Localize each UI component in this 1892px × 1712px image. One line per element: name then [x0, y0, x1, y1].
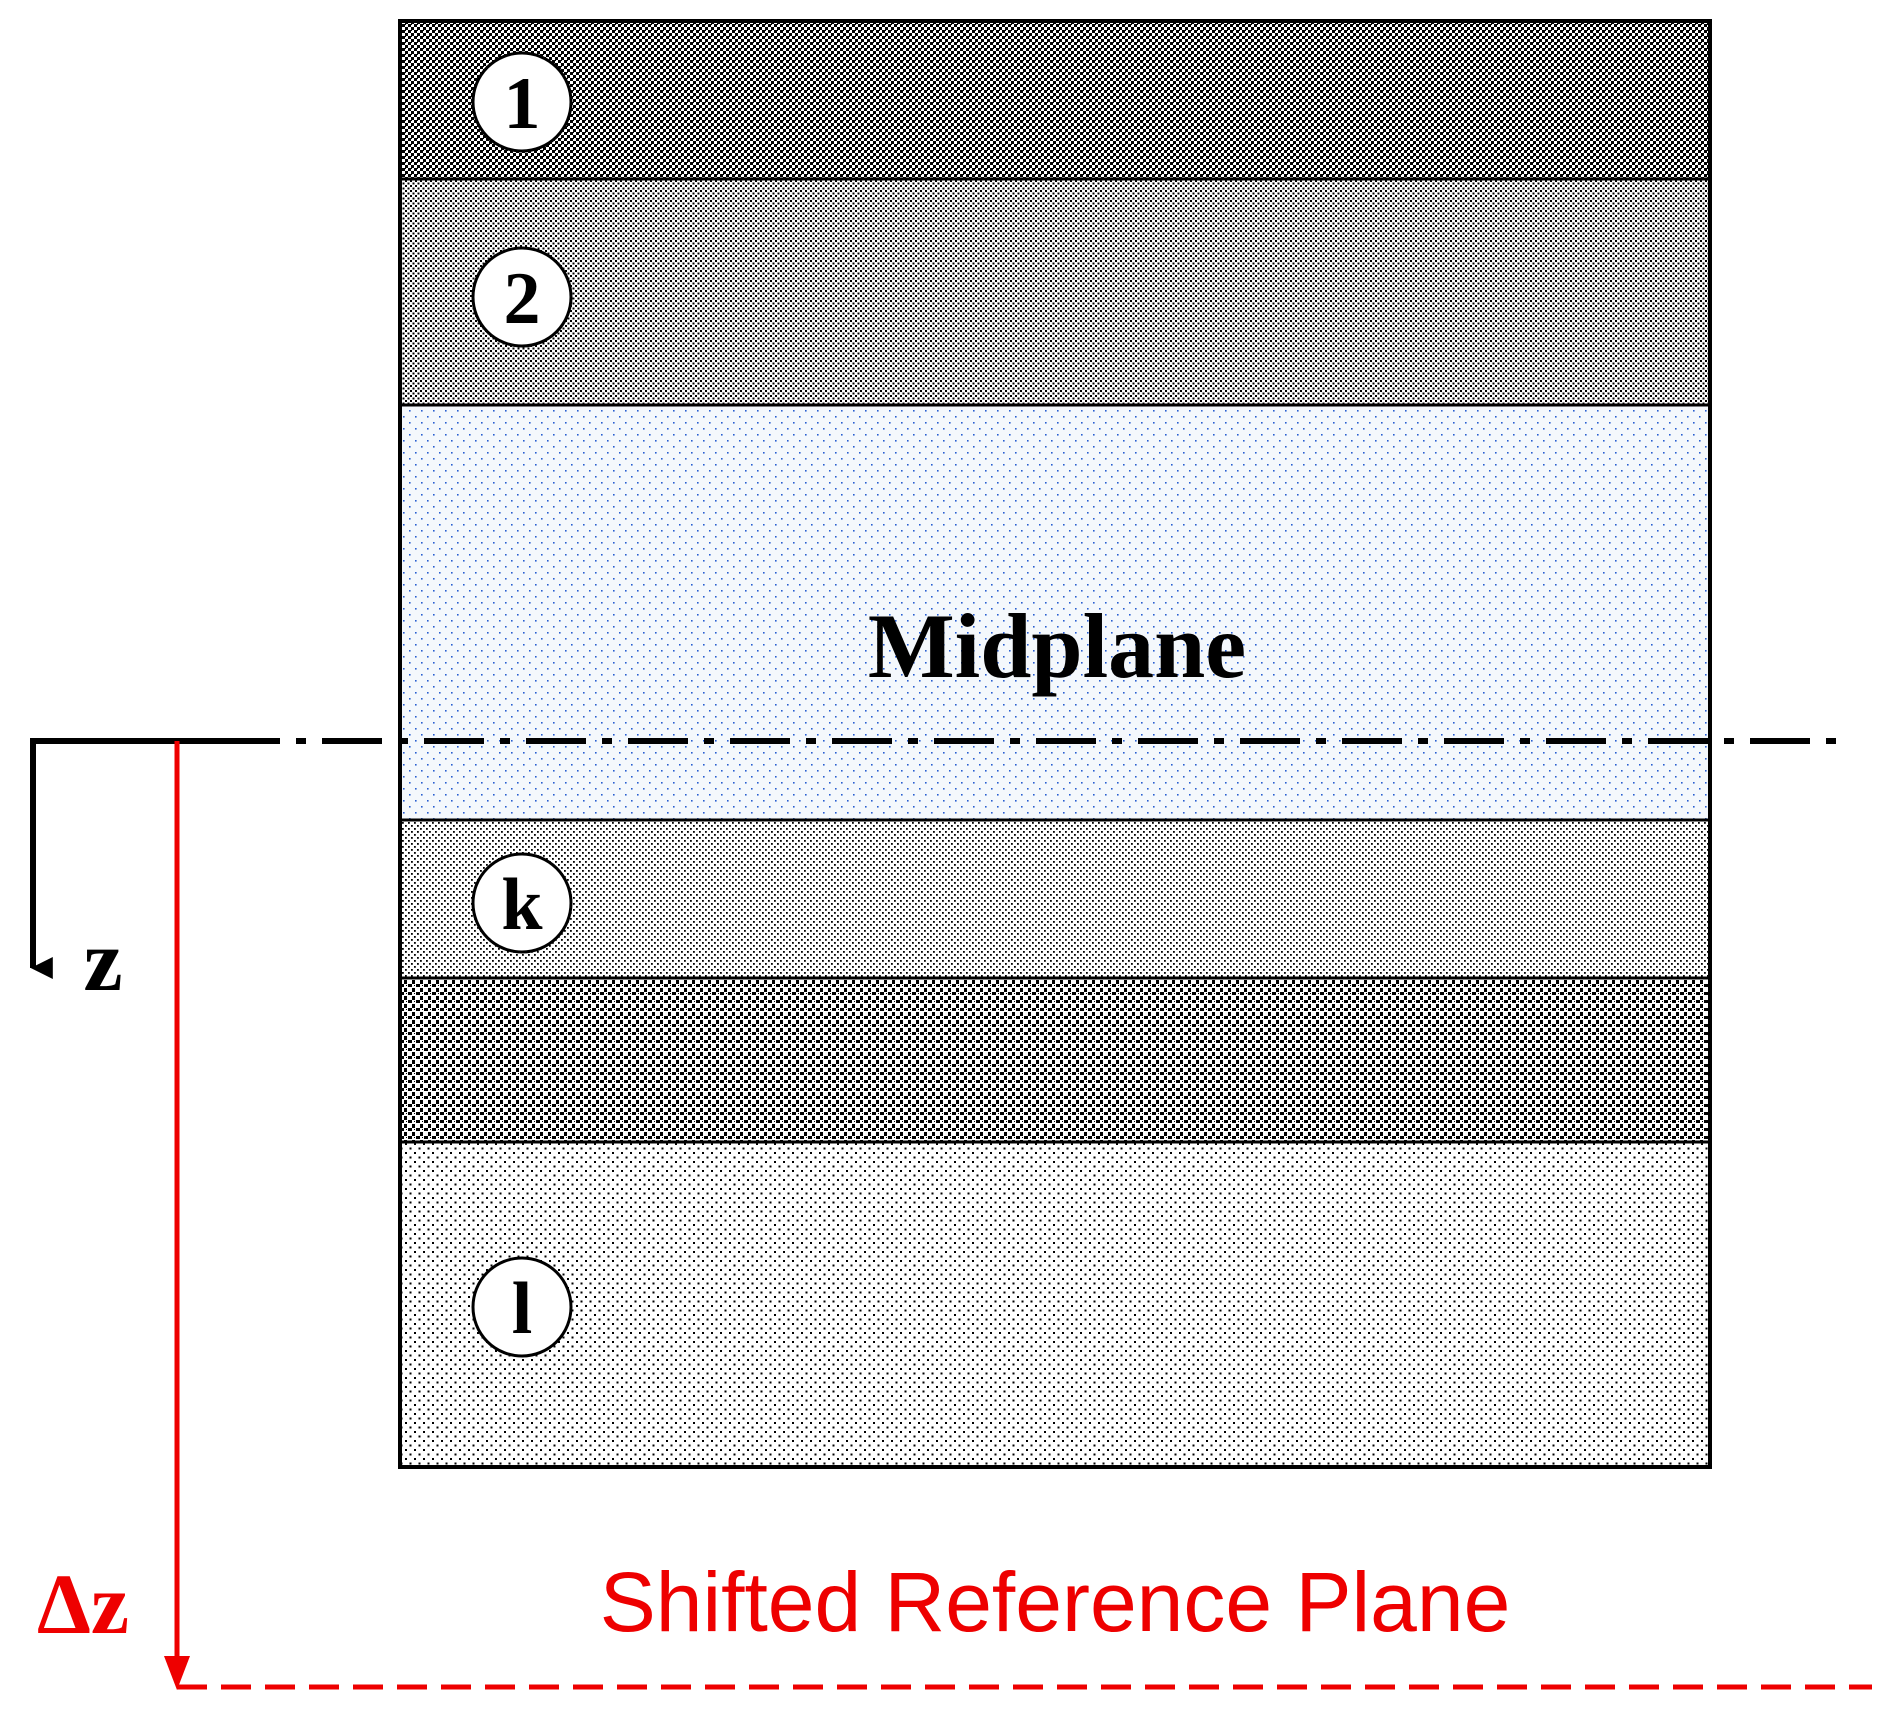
layer-label-l: l — [512, 1268, 533, 1350]
delta-z-label: Δz — [37, 1556, 129, 1652]
layer-label-1: 1 — [504, 63, 541, 145]
layer-l — [398, 1140, 1712, 1469]
layer-badge-1: 1 — [471, 51, 573, 153]
layer-2 — [398, 177, 1712, 407]
midplane-label: Midplane — [868, 595, 1246, 697]
layer-badge-2: 2 — [471, 246, 573, 348]
layer-midplane — [398, 403, 1712, 822]
layer-badge-l: l — [471, 1256, 573, 1358]
layer-label-k: k — [501, 864, 543, 946]
z-axis-label: z — [83, 913, 122, 1010]
layer-k — [398, 818, 1712, 980]
layer-label-2: 2 — [504, 258, 541, 340]
shifted-plane-label: Shifted Reference Plane — [600, 1555, 1511, 1649]
layer-unlabeled — [398, 976, 1712, 1144]
delta-z-arrowhead — [164, 1656, 190, 1690]
layer-1 — [398, 19, 1712, 181]
layer-badge-k: k — [471, 852, 573, 954]
laminate-stack — [398, 19, 1712, 1469]
